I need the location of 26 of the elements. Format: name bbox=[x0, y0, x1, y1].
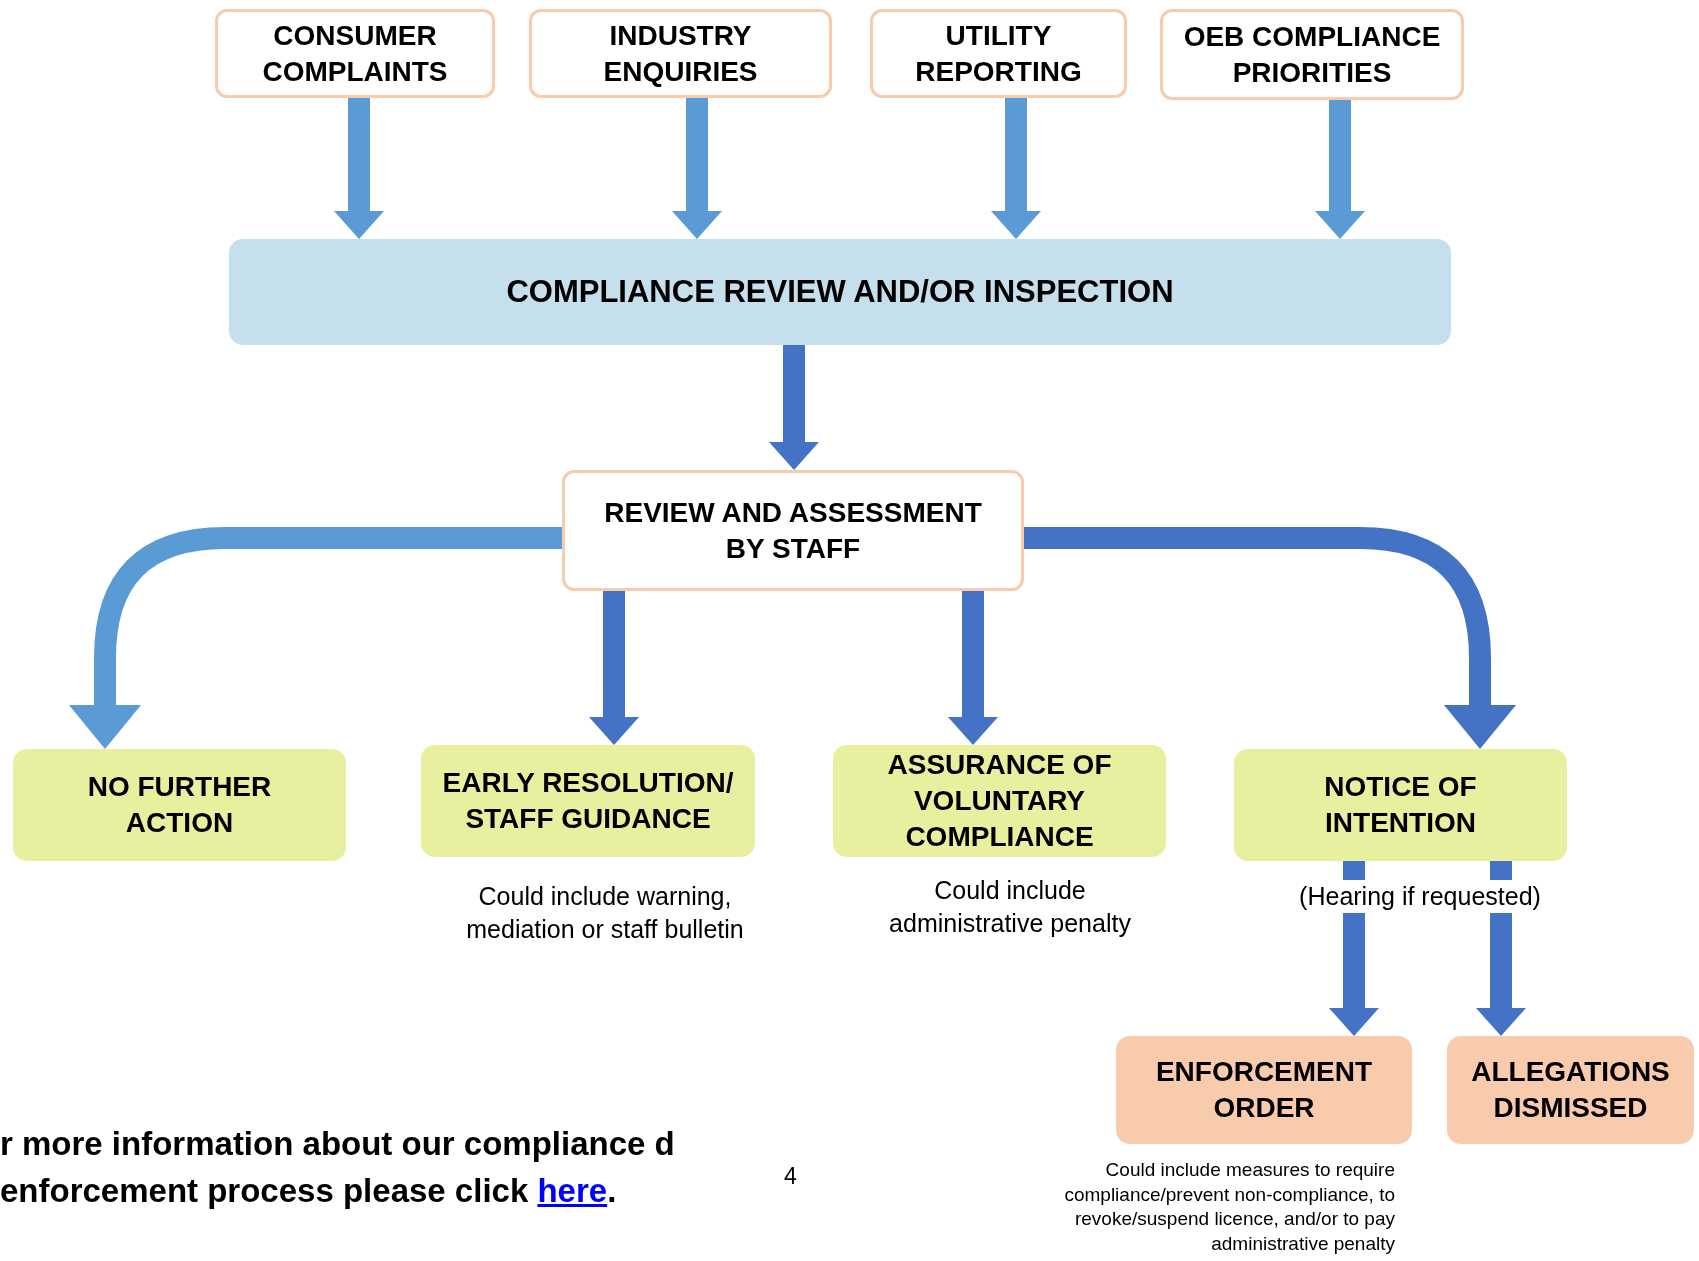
arrow bbox=[334, 98, 384, 239]
info-paragraph: r more information about our compliance d enforcement process please click here. bbox=[0, 1124, 676, 1211]
process-box: OEB COMPLIANCE PRIORITIES bbox=[1160, 9, 1464, 100]
outcome-box: ASSURANCE OF VOLUNTARY COMPLIANCE bbox=[833, 745, 1166, 857]
process-band: COMPLIANCE REVIEW AND/OR INSPECTION bbox=[229, 239, 1451, 345]
process-box: INDUSTRY ENQUIRIES bbox=[529, 9, 832, 98]
page-number: 4 bbox=[784, 1163, 797, 1190]
outcome-box: EARLY RESOLUTION/ STAFF GUIDANCE bbox=[421, 745, 755, 857]
arrow bbox=[1476, 861, 1526, 1036]
arrow bbox=[672, 98, 722, 239]
outcome-box: NOTICE OF INTENTION bbox=[1234, 749, 1567, 861]
arrow bbox=[1315, 100, 1365, 239]
process-box: REVIEW AND ASSESSMENT BY STAFF bbox=[562, 470, 1024, 591]
arrow bbox=[948, 591, 998, 745]
arrow bbox=[769, 345, 819, 470]
arrow bbox=[1024, 527, 1516, 749]
arrow bbox=[69, 527, 562, 749]
arrow bbox=[589, 591, 639, 745]
process-box: CONSUMER COMPLAINTS bbox=[215, 9, 495, 98]
arrow bbox=[1329, 861, 1379, 1036]
outcome-box: ENFORCEMENT ORDER bbox=[1116, 1036, 1412, 1144]
link: here bbox=[537, 1172, 608, 1209]
outcome-box: NO FURTHER ACTION bbox=[13, 749, 346, 861]
outcome-box: ALLEGATIONS DISMISSED bbox=[1447, 1036, 1694, 1144]
process-box: UTILITY REPORTING bbox=[870, 9, 1127, 98]
arrow bbox=[991, 98, 1041, 239]
